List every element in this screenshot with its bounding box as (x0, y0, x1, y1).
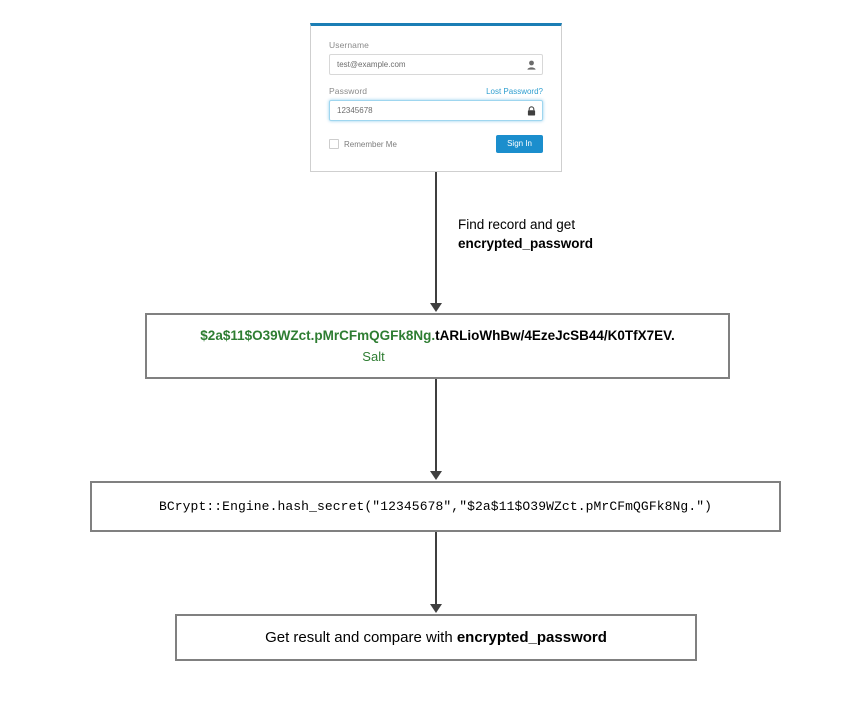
result-box: Get result and compare with encrypted_pa… (175, 614, 697, 661)
connector-line-code-to-result (435, 532, 437, 605)
result-text: Get result and compare with encrypted_pa… (265, 629, 607, 646)
login-form: Username Password Lost Password? (311, 26, 561, 163)
username-label: Username (329, 40, 370, 50)
form-footer: Remember Me Sign In (329, 135, 543, 153)
code-box: BCrypt::Engine.hash_secret("12345678","$… (90, 481, 781, 532)
connector-arrow-card-to-hash (430, 303, 442, 312)
hash-salt-segment: $2a$11$O39WZct.pMrCFmQGFk8Ng. (200, 328, 436, 343)
result-text-emphasis: encrypted_password (456, 629, 607, 646)
password-label: Password (329, 86, 368, 96)
bcrypt-call-code: BCrypt::Engine.hash_secret("12345678","$… (158, 499, 713, 514)
login-card: Username Password Lost Password? (310, 23, 562, 172)
connector-line-hash-to-code (435, 379, 437, 472)
remember-me-checkbox[interactable] (329, 139, 339, 149)
hash-box: $2a$11$O39WZct.pMrCFmQGFk8Ng.tARLioWhBw/… (145, 313, 730, 379)
result-text-prefix: Get result and compare with (265, 629, 457, 646)
connector-arrow-hash-to-code (430, 471, 442, 480)
username-input[interactable] (329, 54, 543, 75)
connector-arrow-code-to-result (430, 604, 442, 613)
password-input[interactable] (329, 100, 543, 121)
edge-label-line2: encrypted_password (458, 236, 594, 251)
hash-digest-segment: tARLioWhBw/4EzeJcSB44/K0TfX7EV. (435, 328, 675, 343)
password-field-wrapper (329, 100, 543, 121)
remember-me-group[interactable]: Remember Me (329, 139, 397, 149)
edge-label-line1: Find record and get (458, 217, 576, 232)
edge-label-find-record: Find record and get encrypted_password (458, 215, 593, 253)
salt-caption: Salt (362, 349, 385, 364)
remember-me-label: Remember Me (344, 139, 397, 149)
username-field-wrapper (329, 54, 543, 75)
lost-password-link[interactable]: Lost Password? (486, 87, 543, 96)
password-label-row: Password Lost Password? (329, 86, 543, 96)
sign-in-button[interactable]: Sign In (496, 135, 543, 153)
connector-line-card-to-hash (435, 172, 437, 304)
hash-string: $2a$11$O39WZct.pMrCFmQGFk8Ng.tARLioWhBw/… (200, 327, 674, 344)
